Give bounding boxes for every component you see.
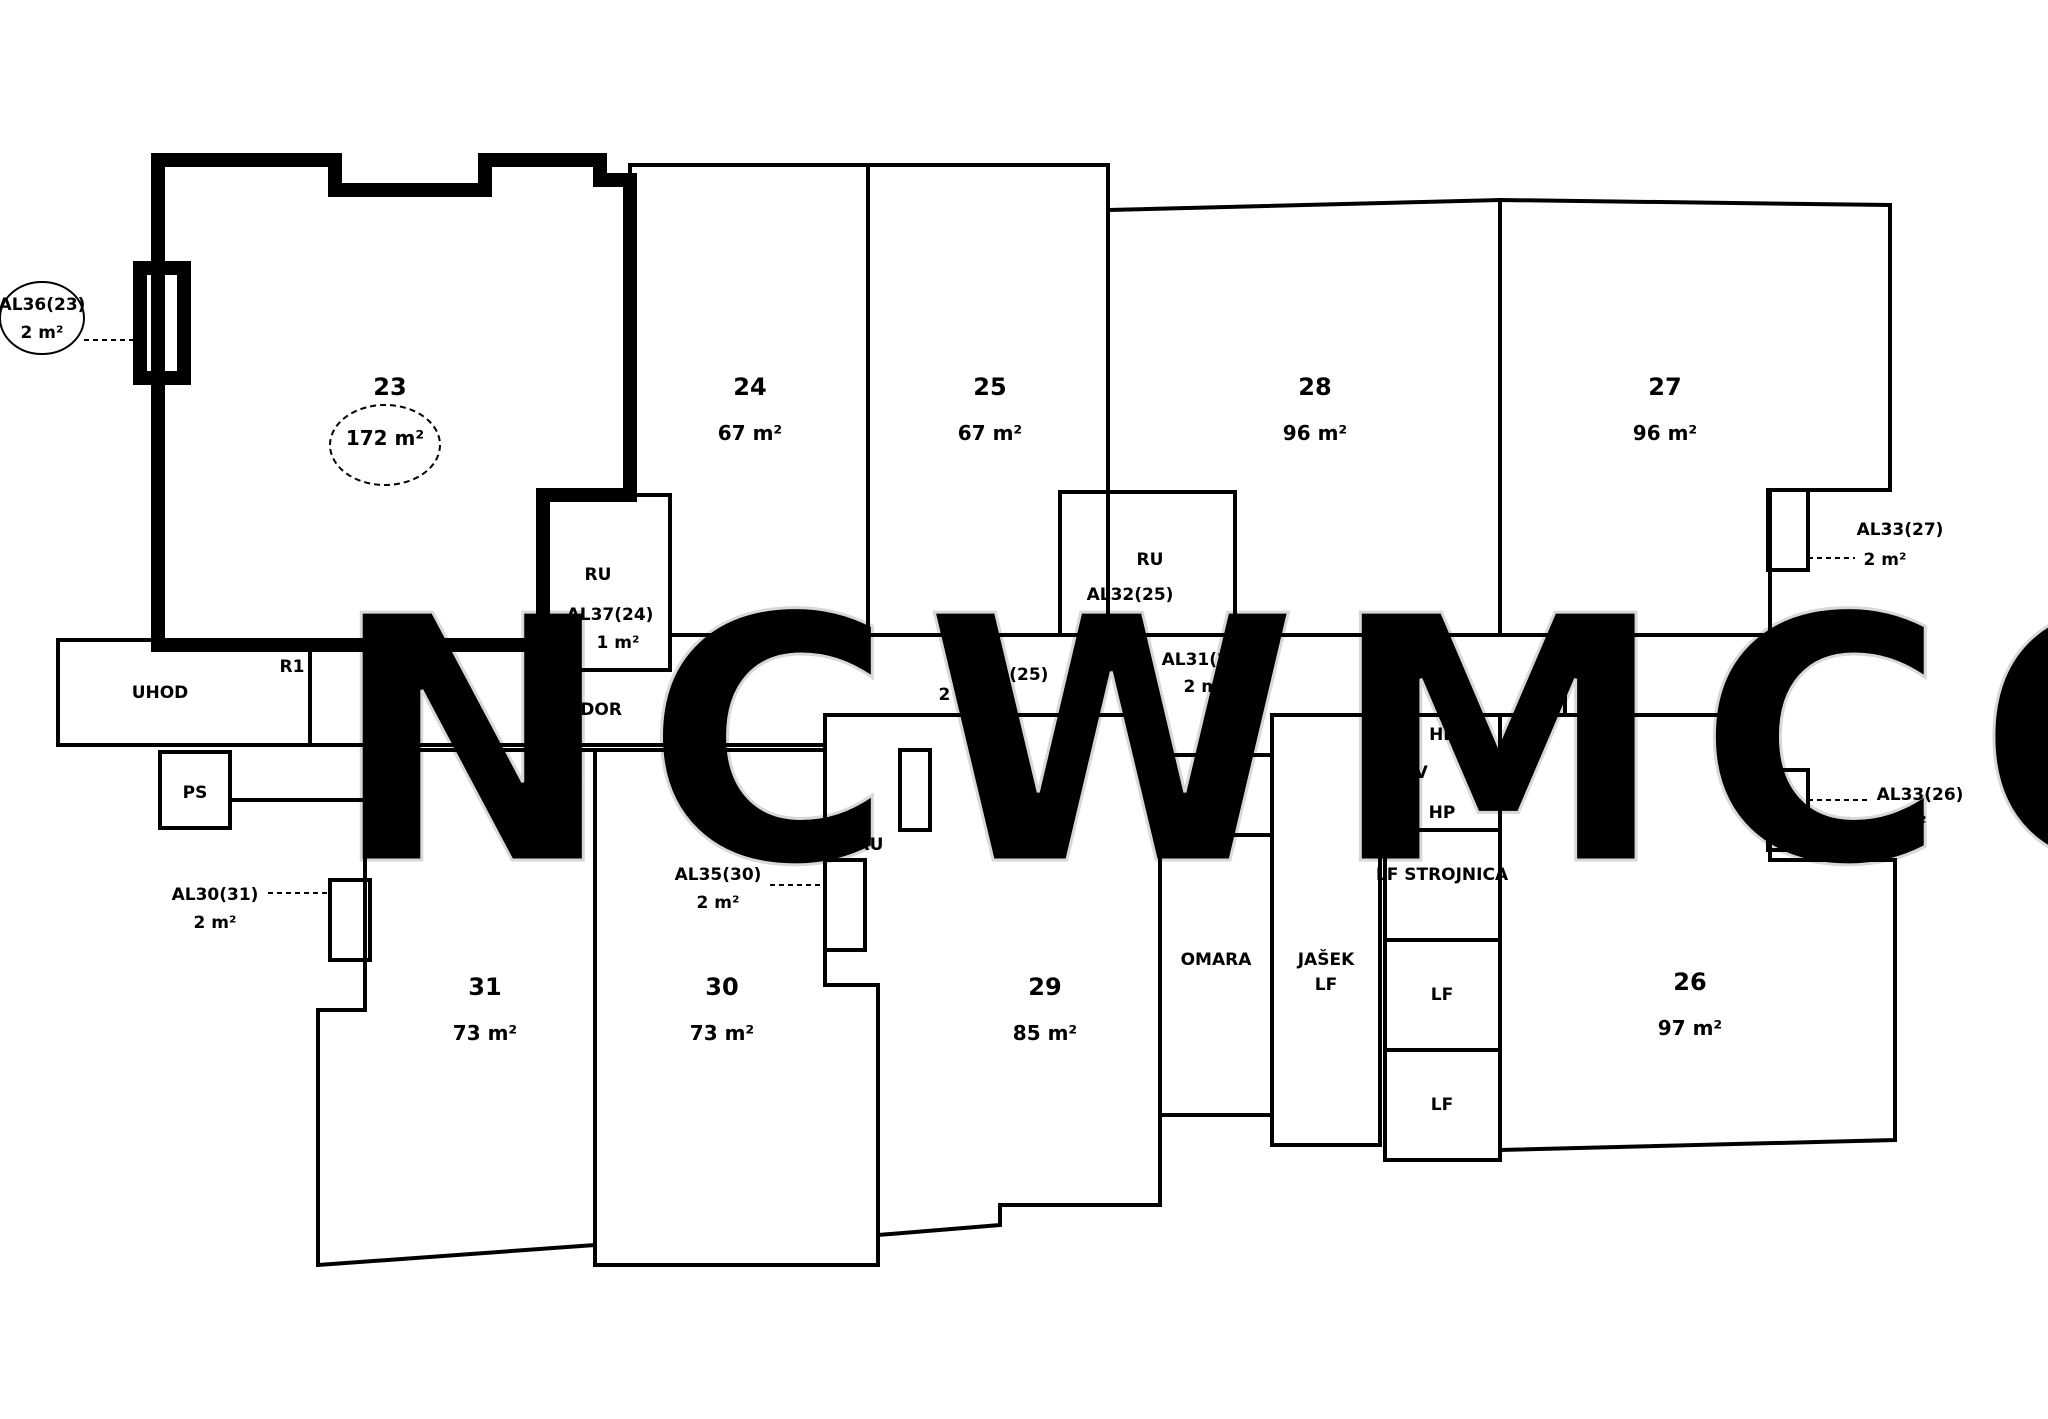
r1-label: R1 [280,657,305,677]
hp-label: HP [1429,803,1456,823]
ru-room-24 [541,493,672,672]
annex-al36-23: AL36(23) 2 m² [0,281,140,355]
ru-label-30: RU [857,835,884,855]
svg-text:2 m²: 2 m² [1184,677,1227,697]
svg-text:2 m²: 2 m² [1864,550,1907,570]
unit-25-number: 25 [973,373,1006,401]
unit-27-number: 27 [1648,373,1681,401]
unit-23-area: 172 m² [346,426,424,450]
unit-26-area: 97 m² [1658,1016,1722,1040]
unit-25-area: 67 m² [958,421,1022,445]
shaft-label: OMARA [1181,950,1253,970]
annex-al31-28: AL31(28) 2 m² [1162,650,1249,697]
svg-text:2 m²: 2 m² [194,913,237,933]
corridor-label: KORIDOR [534,700,622,720]
svg-text:2 m²: 2 m² [939,685,982,705]
svg-text:2 m²: 2 m² [1884,813,1927,833]
annex-al34-25: AL34(25) 2 m² [939,665,1049,705]
svg-text:AL33(27): AL33(27) [1857,520,1944,540]
svg-text:AL35(30): AL35(30) [675,865,762,885]
corridor [310,633,1770,747]
lf-label-2: LF [1431,1095,1453,1115]
unit-28-number: 28 [1298,373,1331,401]
annex-al33-27: AL33(27) 2 m² [1808,520,1943,570]
lf-control-label: LF STROJNICA [1376,865,1509,885]
annex-al30-31: AL30(31) 2 m² [172,885,330,933]
unit-24-number: 24 [733,373,766,401]
unit-27-area: 96 m² [1633,421,1697,445]
svg-text:2 m²: 2 m² [21,323,64,343]
unit-29-area: 85 m² [1013,1021,1077,1045]
unit-26[interactable] [1498,713,1897,1153]
svg-text:AL33(26): AL33(26) [1877,785,1964,805]
ru-label-24: RU [585,565,612,585]
annex-al32-25: AL32(25) [1087,585,1174,605]
svg-text:AL34(25): AL34(25) [962,665,1049,685]
svg-text:AL30(31): AL30(31) [172,885,259,905]
ru-label-25: RU [1137,550,1164,570]
ps-room [158,750,232,830]
svg-text:AL32(25): AL32(25) [1087,585,1174,605]
svg-text:AL31(28): AL31(28) [1162,650,1249,670]
unit-28-area: 96 m² [1283,421,1347,445]
unit-30-number: 30 [705,973,738,1001]
unit-31-area: 73 m² [453,1021,517,1045]
unit-29-number: 29 [1028,973,1061,1001]
elevator-shaft-label: JAŠEK [1297,948,1355,970]
dim-label: DIM [1197,790,1234,810]
unit-24-area: 67 m² [718,421,782,445]
elevator-shaft-lf-label: LF [1315,975,1337,995]
hf-label: HE [1429,725,1455,745]
watermark: NCWMCO [330,545,2048,941]
unit-23-number: 23 [373,373,406,401]
unit-30-area: 73 m² [690,1021,754,1045]
annex-al37-24: AL37(24) 1 m² [567,605,654,653]
unit-23-area-circle [329,404,441,486]
svg-text:2 m²: 2 m² [697,893,740,913]
hallway-label: UHOD [132,683,189,703]
annex-al33-26: AL33(26) 2 m² [1808,785,1963,833]
cv-label: CV [1402,763,1428,783]
lf-label-1: LF [1431,985,1453,1005]
svg-text:AL36(23): AL36(23) [0,295,85,315]
annex-al35-30: AL35(30) 2 m² [675,865,825,913]
unit-26-number: 26 [1673,968,1706,996]
svg-text:AL37(24): AL37(24) [567,605,654,625]
ps-label: PS [183,783,208,803]
hallway [56,638,312,747]
unit-31-number: 31 [468,973,501,1001]
elevator-shaft [1270,713,1382,1147]
svg-text:1 m²: 1 m² [597,633,640,653]
